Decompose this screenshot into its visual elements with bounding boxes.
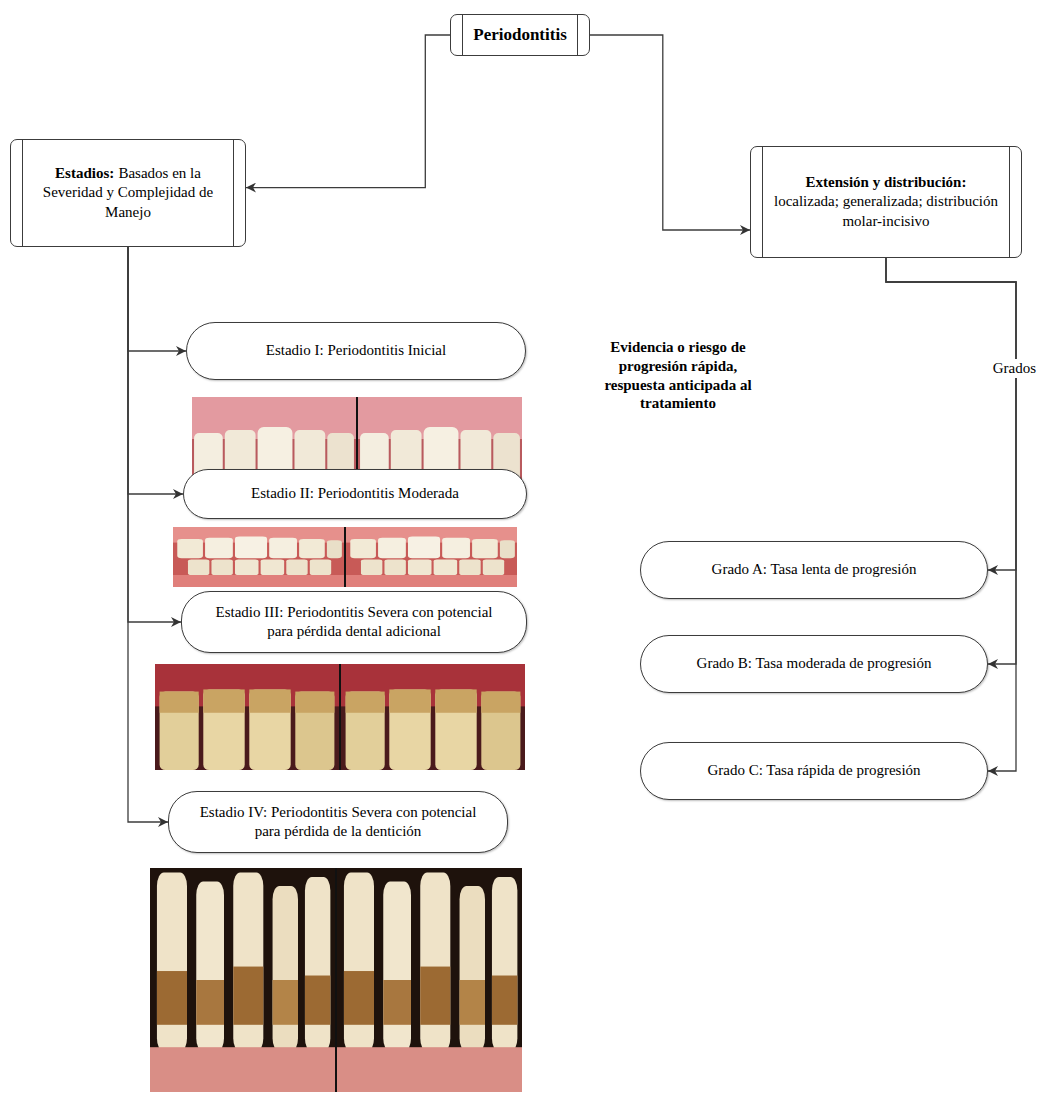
connector bbox=[886, 258, 1016, 664]
connector bbox=[886, 258, 1016, 570]
photo-divider bbox=[335, 868, 337, 1092]
box-label: Estadio II: Periodontitis Moderada bbox=[251, 485, 459, 501]
clinical-photo bbox=[150, 868, 335, 1092]
stage-box: Estadio I: Periodontitis Inicial bbox=[186, 322, 526, 380]
node-text: Estadio III: Periodontitis Severa con po… bbox=[202, 603, 506, 642]
box-heading: Estadios: bbox=[55, 165, 114, 181]
node-text: Grado C: Tasa rápida de progresión bbox=[707, 761, 920, 781]
side-rule bbox=[1009, 147, 1010, 257]
connector bbox=[246, 35, 450, 188]
clinical-photo bbox=[173, 527, 344, 587]
connector bbox=[590, 35, 750, 230]
photo-divider bbox=[344, 527, 346, 587]
node-text: Periodontitis bbox=[473, 24, 567, 46]
connector bbox=[128, 247, 186, 351]
side-rule bbox=[462, 15, 463, 55]
annotation: Evidencia o riesgo de progresión rápida,… bbox=[590, 338, 766, 413]
stage-box: Estadio II: Periodontitis Moderada bbox=[183, 469, 527, 519]
category-box: Estadios:Basados en la Severidad y Compl… bbox=[10, 139, 246, 247]
clinical-photo bbox=[155, 664, 339, 770]
side-rule bbox=[577, 15, 578, 55]
box-label: Periodontitis bbox=[473, 25, 567, 44]
node-text: Estadio I: Periodontitis Inicial bbox=[266, 341, 446, 361]
node-text: Grado B: Tasa moderada de progresión bbox=[697, 654, 932, 674]
category-box: Extensión y distribución:localizada; gen… bbox=[750, 146, 1022, 258]
stage-box: Estadio IV: Periodontitis Severa con pot… bbox=[168, 791, 508, 853]
box-label: Estadio IV: Periodontitis Severa con pot… bbox=[200, 804, 477, 840]
root-box: Periodontitis bbox=[450, 14, 590, 56]
grade-box: Grado C: Tasa rápida de progresión bbox=[640, 742, 988, 800]
box-label: Grado A: Tasa lenta de progresión bbox=[712, 561, 917, 577]
box-heading: Extensión y distribución: bbox=[773, 173, 999, 193]
bus-label: Grados bbox=[991, 359, 1038, 378]
node-text: Grado A: Tasa lenta de progresión bbox=[712, 560, 917, 580]
box-label: Grado B: Tasa moderada de progresión bbox=[697, 655, 932, 671]
clinical-photo bbox=[341, 664, 525, 770]
stage-box: Estadio III: Periodontitis Severa con po… bbox=[181, 591, 527, 653]
node-text: Extensión y distribución:localizada; gen… bbox=[773, 173, 999, 232]
node-text: Estadio IV: Periodontitis Severa con pot… bbox=[189, 803, 487, 842]
box-label: Grado C: Tasa rápida de progresión bbox=[707, 762, 920, 778]
grade-box: Grado B: Tasa moderada de progresión bbox=[640, 635, 988, 693]
photo-divider bbox=[339, 664, 341, 770]
side-rule bbox=[22, 140, 23, 246]
clinical-photo bbox=[337, 868, 522, 1092]
connector bbox=[128, 247, 168, 822]
side-rule bbox=[233, 140, 234, 246]
node-text: Estadio II: Periodontitis Moderada bbox=[251, 484, 459, 504]
clinical-photo bbox=[346, 527, 517, 587]
connector bbox=[128, 247, 183, 494]
box-label: Estadio I: Periodontitis Inicial bbox=[266, 342, 446, 358]
box-label: localizada; generalizada; distribución m… bbox=[774, 193, 998, 229]
side-rule bbox=[762, 147, 763, 257]
grade-box: Grado A: Tasa lenta de progresión bbox=[640, 541, 988, 599]
node-text: Estadios:Basados en la Severidad y Compl… bbox=[33, 164, 223, 223]
connector bbox=[128, 247, 181, 622]
box-label: Estadio III: Periodontitis Severa con po… bbox=[215, 604, 492, 640]
connector bbox=[886, 258, 1016, 771]
